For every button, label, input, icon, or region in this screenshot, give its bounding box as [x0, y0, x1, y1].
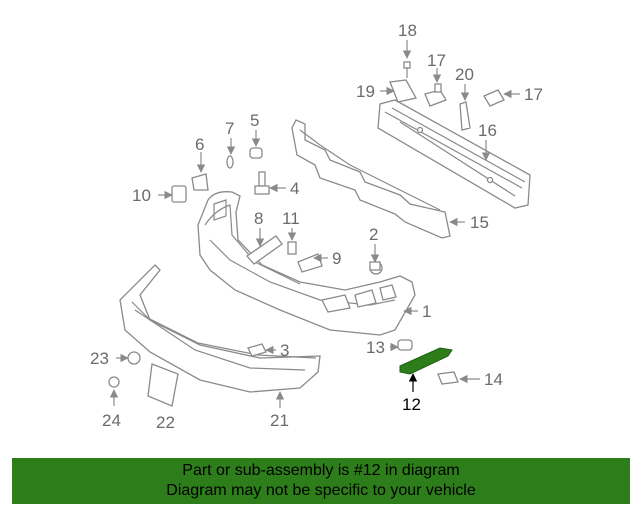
leader-lines	[109, 40, 520, 408]
label-10: 10	[132, 186, 151, 205]
label-15: 15	[470, 213, 489, 232]
label-24: 24	[102, 411, 121, 430]
part-13-clip	[397, 339, 413, 351]
part-11-label	[287, 241, 297, 255]
part-10-clip	[171, 185, 187, 203]
label-6: 6	[195, 135, 204, 154]
label-4: 4	[290, 179, 299, 198]
part-8-reflector	[246, 235, 283, 265]
label-17a: 17	[427, 51, 446, 70]
label-7: 7	[225, 119, 234, 138]
part-4-bolt	[254, 171, 270, 195]
label-14: 14	[484, 370, 503, 389]
label-23: 23	[90, 349, 109, 368]
part-15-absorber	[291, 119, 451, 239]
banner-line-1: Part or sub-assembly is #12 in diagram	[182, 462, 460, 479]
label-20: 20	[455, 65, 474, 84]
label-12: 12	[402, 395, 421, 414]
part-14-bolt	[437, 371, 459, 385]
part-5-nut	[249, 147, 263, 159]
label-18: 18	[398, 21, 417, 40]
label-5: 5	[250, 111, 259, 130]
parts-diagram: 18 19 17 20 17 16 15 5 7 6 10 4 8 11 9 2…	[90, 21, 543, 432]
part-2-clip	[369, 261, 383, 275]
part-3-clip	[247, 343, 267, 357]
part-6-bracket	[191, 173, 209, 191]
label-9: 9	[332, 249, 341, 268]
part-21-lower-valance	[119, 264, 321, 393]
info-banner: Part or sub-assembly is #12 in diagram D…	[12, 458, 630, 504]
part-18-screw	[403, 61, 411, 78]
part-22-pad	[147, 363, 179, 407]
part-7-clip	[226, 155, 234, 169]
part-17-bolt-b	[483, 89, 505, 107]
label-17b: 17	[524, 85, 543, 104]
part-19-bracket	[389, 79, 417, 103]
part-23-clip	[127, 351, 141, 365]
part-17-bolt-a	[424, 83, 447, 107]
banner-line-2: Diagram may not be specific to your vehi…	[166, 482, 476, 499]
part-20-bracket	[459, 101, 471, 131]
label-16: 16	[478, 121, 497, 140]
label-1: 1	[422, 302, 431, 321]
label-11: 11	[282, 209, 300, 228]
part-16-reinforcement	[377, 99, 531, 209]
callout-labels: 18 19 17 20 17 16 15 5 7 6 10 4 8 11 9 2…	[90, 21, 543, 432]
part-24-screw	[108, 376, 120, 388]
label-19: 19	[356, 82, 375, 101]
label-13: 13	[366, 338, 385, 357]
part-12-bracket-highlighted[interactable]	[399, 347, 453, 375]
label-22: 22	[156, 413, 175, 432]
label-21: 21	[270, 411, 289, 430]
part-9-plate	[297, 253, 323, 273]
label-3: 3	[280, 341, 289, 360]
label-8: 8	[254, 209, 263, 228]
part-1-bumper-cover	[197, 191, 416, 336]
label-2: 2	[369, 225, 378, 244]
